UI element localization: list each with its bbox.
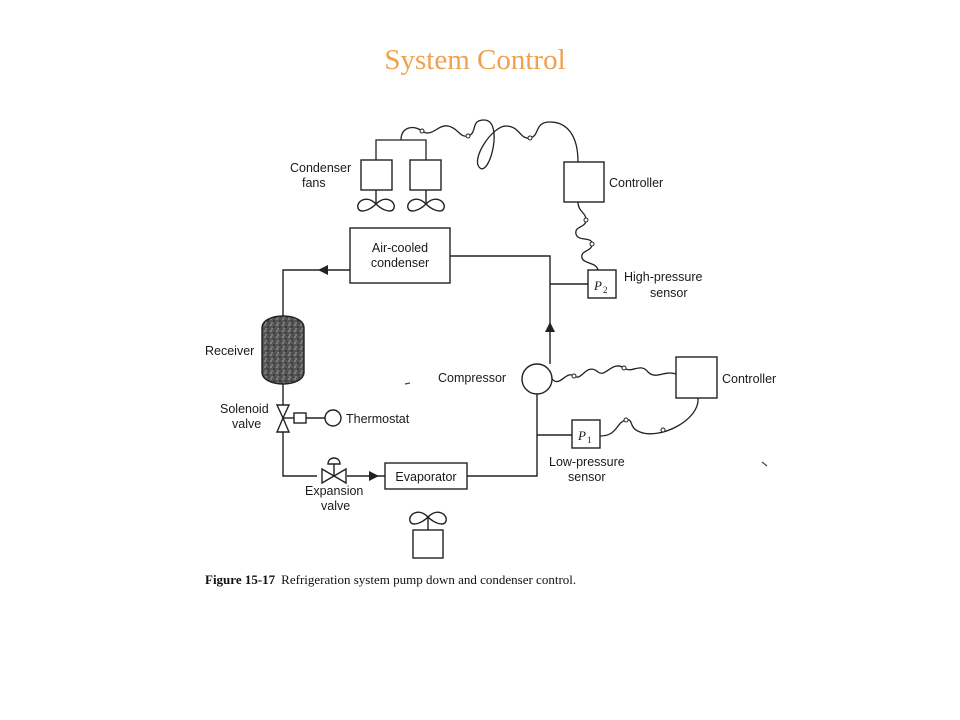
- solenoid-valve-icon: [275, 404, 325, 433]
- flow-arrow-right: [369, 471, 379, 481]
- fan-motor-right: [409, 159, 442, 191]
- figure-caption: Figure 15-17 Refrigeration system pump do…: [205, 572, 576, 587]
- scan-marks: [404, 382, 768, 467]
- condenser-fans: [357, 139, 445, 212]
- p2-symbol: P: [593, 278, 602, 293]
- wire-fans-controller: [400, 119, 579, 170]
- compressor: [521, 363, 553, 395]
- controller-top: [563, 161, 605, 203]
- solenoid-label-2: valve: [232, 417, 261, 431]
- low-pressure-label-2: sensor: [568, 470, 606, 484]
- caption-label: Figure 15-17: [205, 572, 276, 587]
- air-cooled-condenser: [349, 227, 451, 284]
- expansion-label-1: Expansion: [305, 484, 363, 498]
- flow-arrow-up: [545, 322, 555, 332]
- fan-icon-right: [407, 198, 445, 212]
- wire-controller-p1: [599, 397, 699, 437]
- condenser-fans-label-1: Condenser: [290, 161, 351, 175]
- high-pressure-sensor: [587, 269, 617, 299]
- evaporator-fan: [409, 511, 447, 559]
- evaporator: [384, 462, 468, 490]
- expansion-valve-icon: [321, 457, 347, 485]
- p1-symbol: P: [577, 428, 586, 443]
- condenser-fans-label-2: fans: [302, 176, 326, 190]
- evaporator-fan-icon: [409, 511, 447, 525]
- wire-compressor-controller: [551, 365, 677, 383]
- controller-bottom: [675, 356, 718, 399]
- receiver-tank: [261, 315, 305, 385]
- condenser-label-1: Air-cooled: [372, 241, 428, 255]
- wire-controller-p2: [575, 201, 599, 271]
- solenoid-label-1: Solenoid: [220, 402, 269, 416]
- p1-subscript: 1: [587, 435, 592, 445]
- controller-bottom-label: Controller: [722, 372, 776, 386]
- low-pressure-sensor: [571, 419, 601, 449]
- fan-motor-left: [360, 159, 393, 191]
- slide-title: System Control: [384, 44, 566, 76]
- thermostat-label: Thermostat: [346, 412, 410, 426]
- expansion-label-2: valve: [321, 499, 350, 513]
- evaporator-label: Evaporator: [395, 470, 456, 484]
- flow-arrows: [318, 265, 555, 481]
- receiver-label: Receiver: [205, 344, 254, 358]
- evaporator-fan-motor: [412, 529, 444, 559]
- fan-icon-left: [357, 198, 395, 212]
- compressor-label: Compressor: [438, 371, 506, 385]
- condenser-label-2: condenser: [371, 256, 429, 270]
- caption-text: Refrigeration system pump down and conde…: [281, 572, 576, 587]
- high-pressure-label-1: High-pressure: [624, 270, 703, 284]
- high-pressure-label-2: sensor: [650, 286, 688, 300]
- p2-subscript: 2: [603, 285, 608, 295]
- low-pressure-label-1: Low-pressure: [549, 455, 625, 469]
- controller-top-label: Controller: [609, 176, 663, 190]
- thermostat-bulb: [324, 409, 342, 427]
- flow-arrow-left: [318, 265, 328, 275]
